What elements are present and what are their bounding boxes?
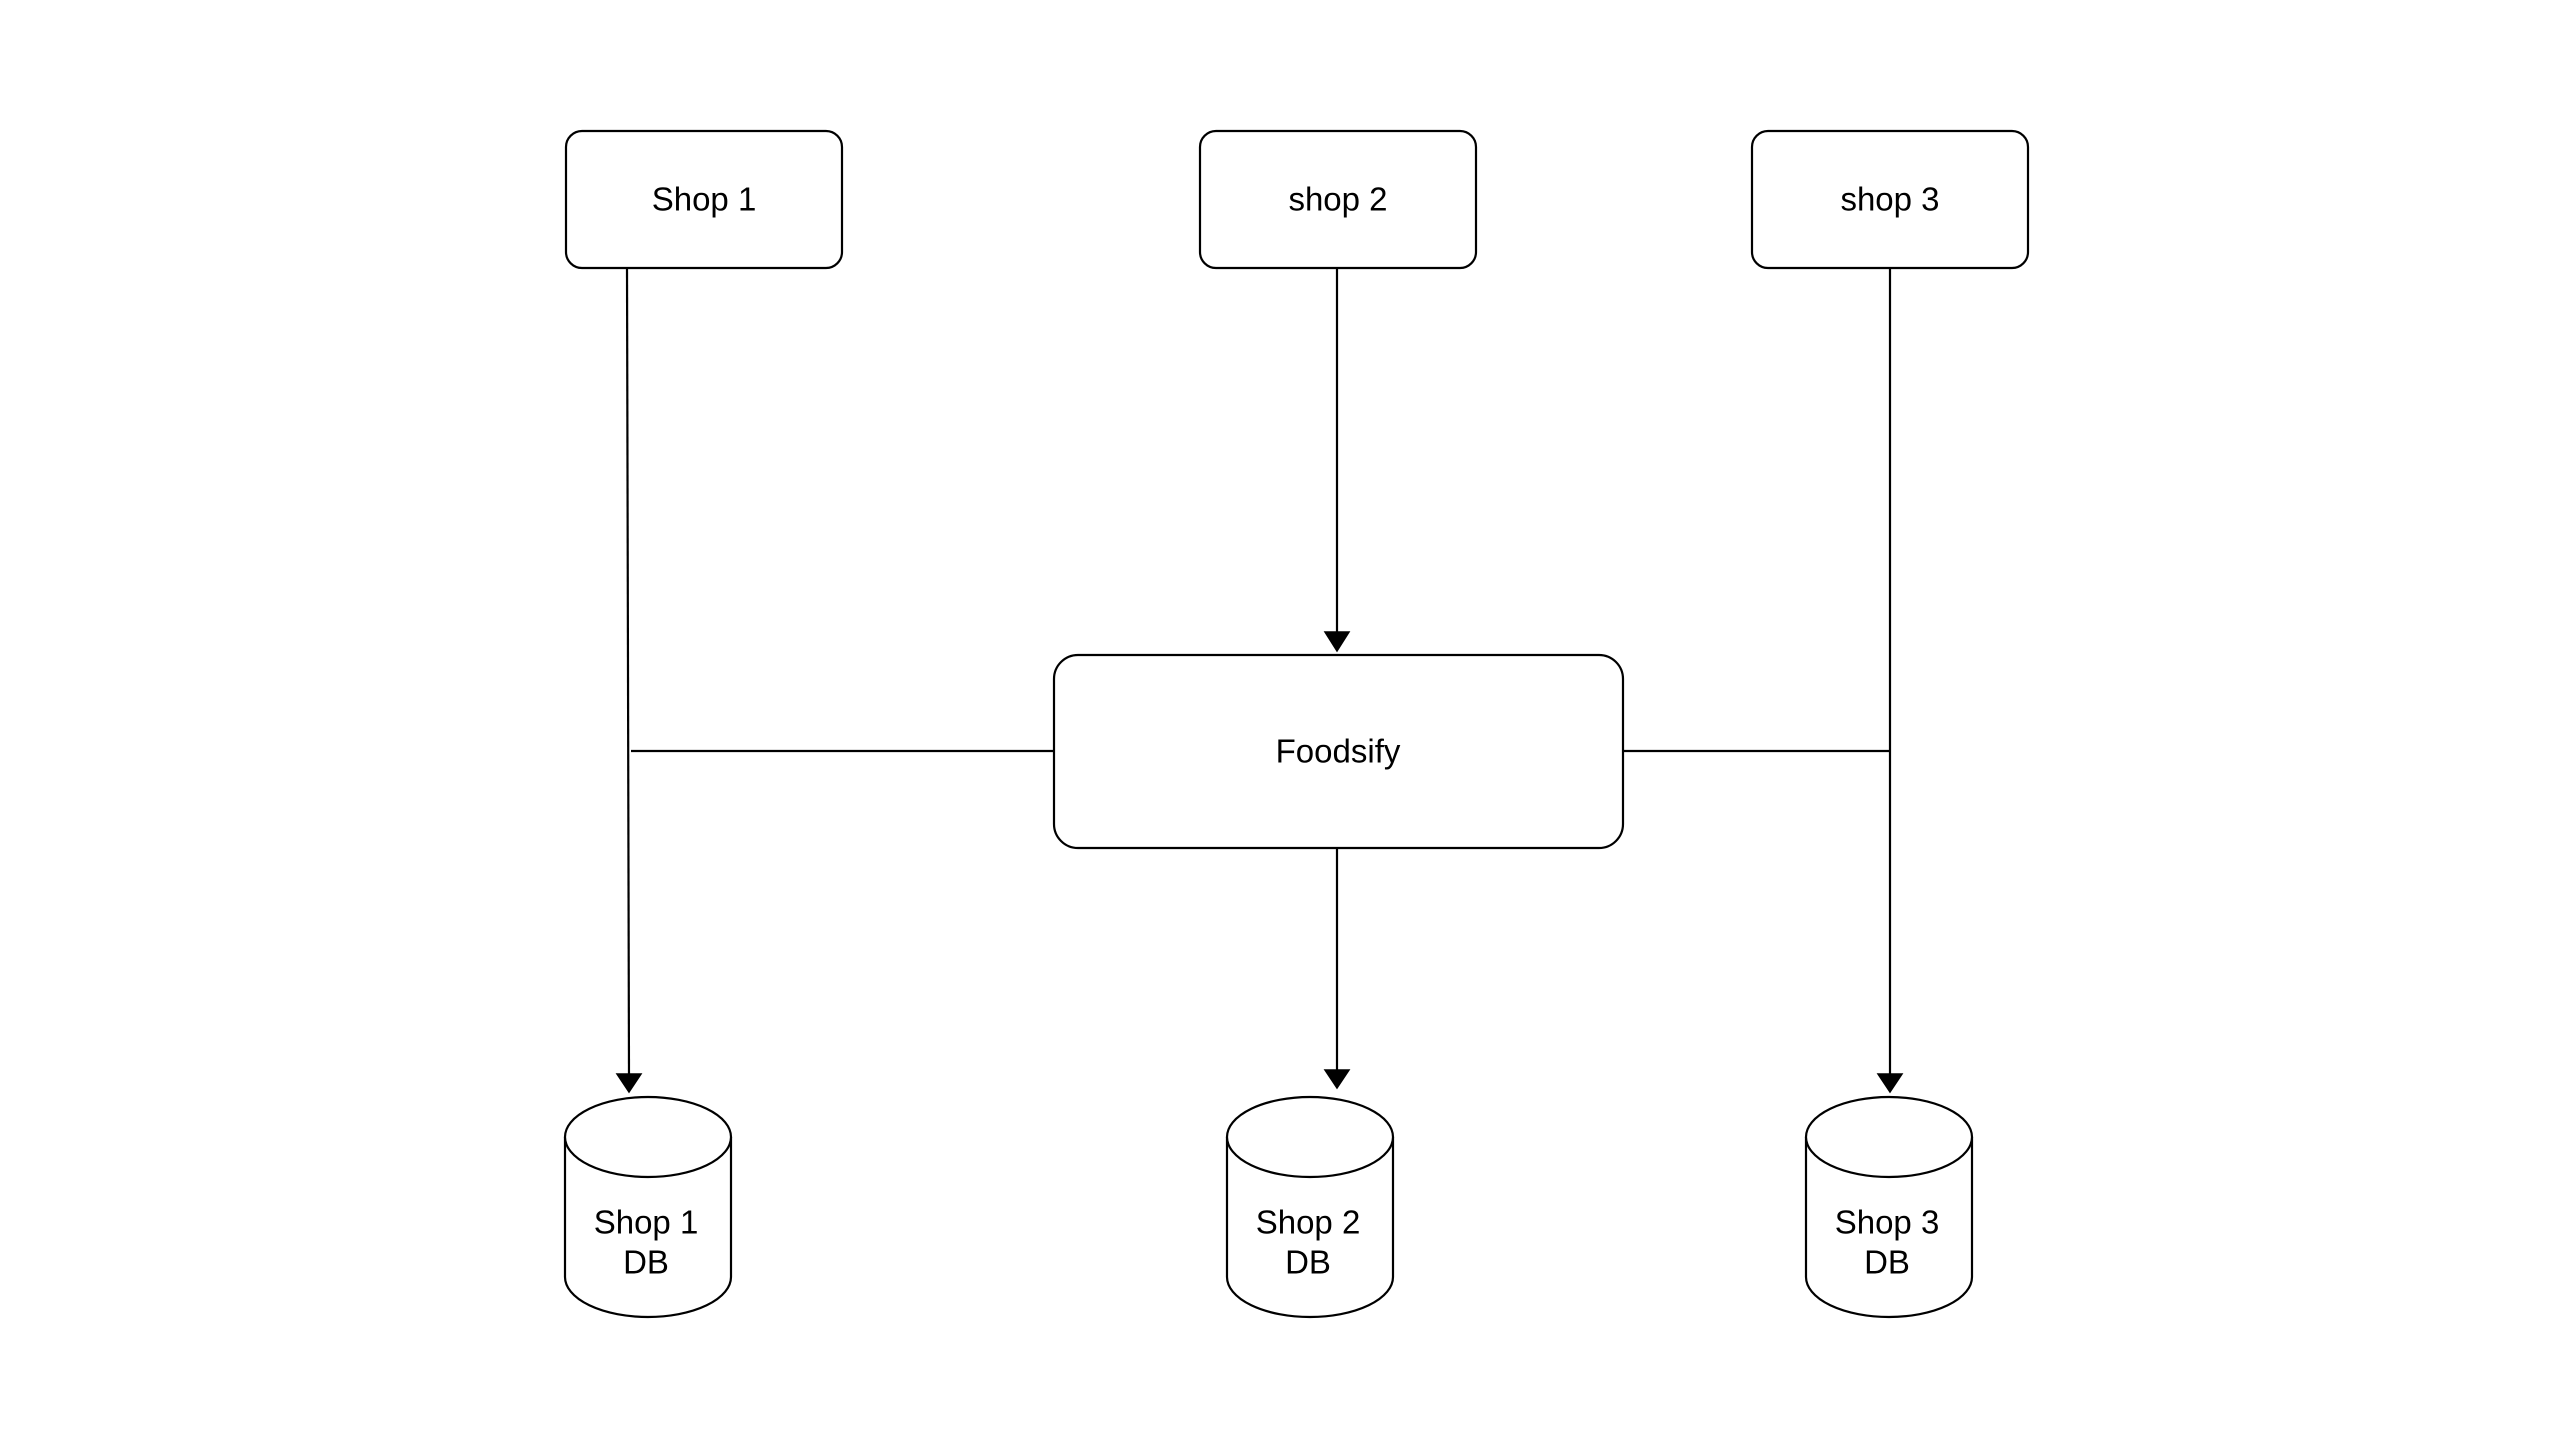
arrowhead-foodsify <box>1323 631 1351 653</box>
db-shop3-cylinder <box>1804 1137 1974 1319</box>
edge-shop1-to-shop1-db <box>625 267 631 1079</box>
node-shop3: shop 3 <box>1750 129 2030 270</box>
db-shop2-label-line2: DB <box>1285 1244 1331 1281</box>
db-shop2: Shop 2 DB <box>1225 1095 1395 1319</box>
db-shop1-label-line1: Shop 1 <box>594 1204 699 1241</box>
node-foodsify: Foodsify <box>1052 653 1625 850</box>
db-shop3-top <box>1804 1095 1974 1179</box>
node-shop3-label: shop 3 <box>1840 181 1939 218</box>
node-shop1: Shop 1 <box>564 129 844 270</box>
db-shop3-label-line1: Shop 3 <box>1835 1204 1940 1241</box>
arrowhead-shop3-db <box>1876 1073 1904 1094</box>
node-shop1-label: Shop 1 <box>652 181 757 218</box>
db-shop2-top <box>1225 1095 1395 1179</box>
db-shop1-top <box>563 1095 733 1179</box>
db-shop2-cylinder <box>1225 1137 1395 1319</box>
arrowhead-shop2-db <box>1323 1069 1351 1090</box>
node-shop2: shop 2 <box>1198 129 1478 270</box>
node-shop2-label: shop 2 <box>1288 181 1387 218</box>
db-shop3-label-line2: DB <box>1864 1244 1910 1281</box>
db-shop3: Shop 3 DB <box>1804 1095 1974 1319</box>
arrowhead-shop1-db <box>615 1073 643 1094</box>
db-shop1-label-line2: DB <box>623 1244 669 1281</box>
db-shop2-label-line1: Shop 2 <box>1256 1204 1361 1241</box>
db-shop1-cylinder <box>563 1137 733 1319</box>
node-foodsify-label: Foodsify <box>1276 733 1401 770</box>
db-shop1: Shop 1 DB <box>563 1095 733 1319</box>
